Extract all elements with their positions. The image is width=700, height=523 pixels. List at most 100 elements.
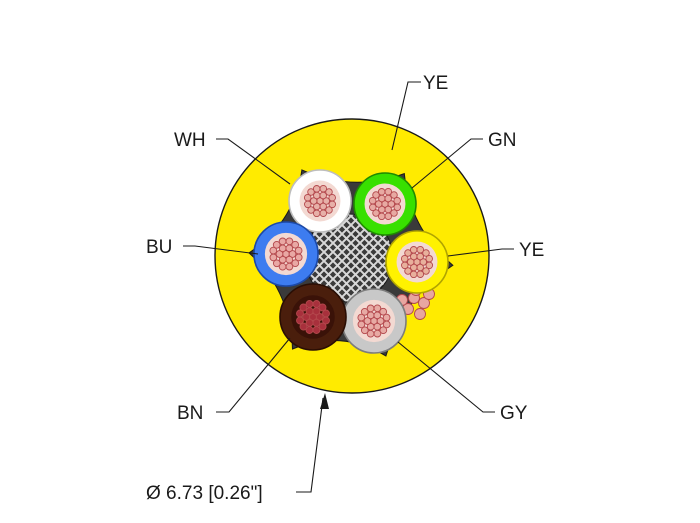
copper-strand [372, 209, 380, 217]
copper-strand [312, 318, 321, 327]
copper-strand [390, 191, 398, 199]
copper-strand [404, 267, 412, 275]
leader-gn [411, 138, 483, 189]
copper-strand [416, 245, 425, 254]
copper-strand [299, 303, 308, 312]
copper-strand [379, 326, 388, 335]
copper-strand [312, 300, 321, 308]
copper-strand [318, 322, 327, 331]
diameter-arrowhead [320, 393, 329, 409]
copper-strand [291, 259, 300, 268]
copper-strand [304, 200, 312, 209]
copper-strand [379, 307, 388, 316]
copper-strand [409, 270, 418, 279]
copper-strand [302, 313, 311, 321]
filler-strand [418, 297, 430, 309]
label-diameter: Ø 6.73 [0.26"] [146, 483, 263, 504]
copper-strand [269, 253, 278, 262]
leader-bu [183, 245, 259, 255]
conductor-gn [353, 172, 417, 236]
copper-strand [325, 206, 333, 214]
copper-strand [425, 254, 433, 263]
copper-strand [384, 187, 393, 196]
copper-strand [363, 317, 372, 325]
leader-diameter [296, 397, 324, 493]
copper-strand [285, 237, 294, 246]
copper-strand [312, 326, 321, 334]
copper-strand [374, 200, 383, 208]
label-wh: WH [174, 130, 206, 151]
label-jacket-ye: YE [423, 73, 448, 94]
copper-strand [387, 200, 396, 208]
copper-strand [373, 329, 382, 338]
copper-strand [312, 209, 321, 218]
copper-strand [319, 209, 328, 217]
copper-strand [305, 300, 314, 308]
copper-strand [278, 237, 287, 246]
label-gn: GN [488, 130, 517, 151]
copper-strand [303, 193, 312, 202]
copper-strand [366, 329, 375, 338]
leader-gy [397, 341, 495, 413]
copper-strand [294, 246, 303, 255]
copper-strand [400, 254, 409, 263]
copper-strand [305, 326, 314, 334]
copper-strand [373, 304, 382, 313]
copper-strand [357, 320, 366, 329]
label-ye: YE [519, 240, 544, 261]
copper-strand [360, 326, 369, 335]
copper-strand [372, 191, 380, 199]
copper-strand [422, 249, 430, 257]
conductor-bu [253, 221, 319, 287]
copper-strand [377, 188, 386, 196]
label-gy: GY [500, 403, 528, 424]
copper-strand [376, 317, 385, 325]
copper-strand [278, 262, 287, 271]
copper-strand [272, 259, 281, 268]
label-bu: BU [146, 237, 172, 258]
label-bn: BN [177, 403, 203, 424]
copper-strand [419, 258, 428, 266]
copper-strand [291, 240, 300, 249]
copper-strand [404, 249, 412, 257]
conductor-ye [385, 230, 449, 294]
copper-strand [325, 188, 333, 196]
leader-jacket-ye [391, 81, 421, 151]
conductor-wh [288, 169, 352, 233]
copper-strand [368, 196, 377, 205]
copper-strand [312, 185, 321, 193]
copper-strand [269, 246, 278, 255]
copper-strand [390, 209, 398, 217]
copper-strand [275, 250, 284, 258]
copper-strand [360, 307, 369, 316]
copper-strand [357, 313, 366, 322]
copper-strand [322, 309, 330, 318]
leader-bn [216, 337, 291, 413]
copper-strand [328, 193, 336, 202]
copper-strand [315, 313, 324, 321]
copper-strand [272, 240, 281, 249]
copper-strand [322, 197, 331, 205]
copper-strand [307, 206, 315, 214]
copper-strand [393, 196, 401, 205]
copper-strand [307, 188, 315, 196]
copper-strand [285, 262, 294, 271]
copper-strand [299, 322, 308, 331]
leader-wh [216, 138, 291, 185]
conductor-gy [341, 288, 407, 354]
copper-strand [288, 250, 297, 258]
copper-strand [384, 212, 393, 220]
copper-strand [377, 212, 386, 221]
copper-strand [406, 258, 415, 266]
copper-strand [296, 309, 304, 318]
copper-strand [401, 261, 409, 270]
copper-strand [382, 313, 391, 322]
leader-lines [183, 81, 514, 493]
filler-strand [414, 308, 426, 320]
copper-strand [305, 307, 314, 316]
copper-strand [369, 203, 377, 212]
copper-strand [422, 267, 430, 275]
copper-strand [409, 246, 418, 254]
copper-strand [296, 316, 304, 325]
leader-ye [447, 248, 514, 257]
